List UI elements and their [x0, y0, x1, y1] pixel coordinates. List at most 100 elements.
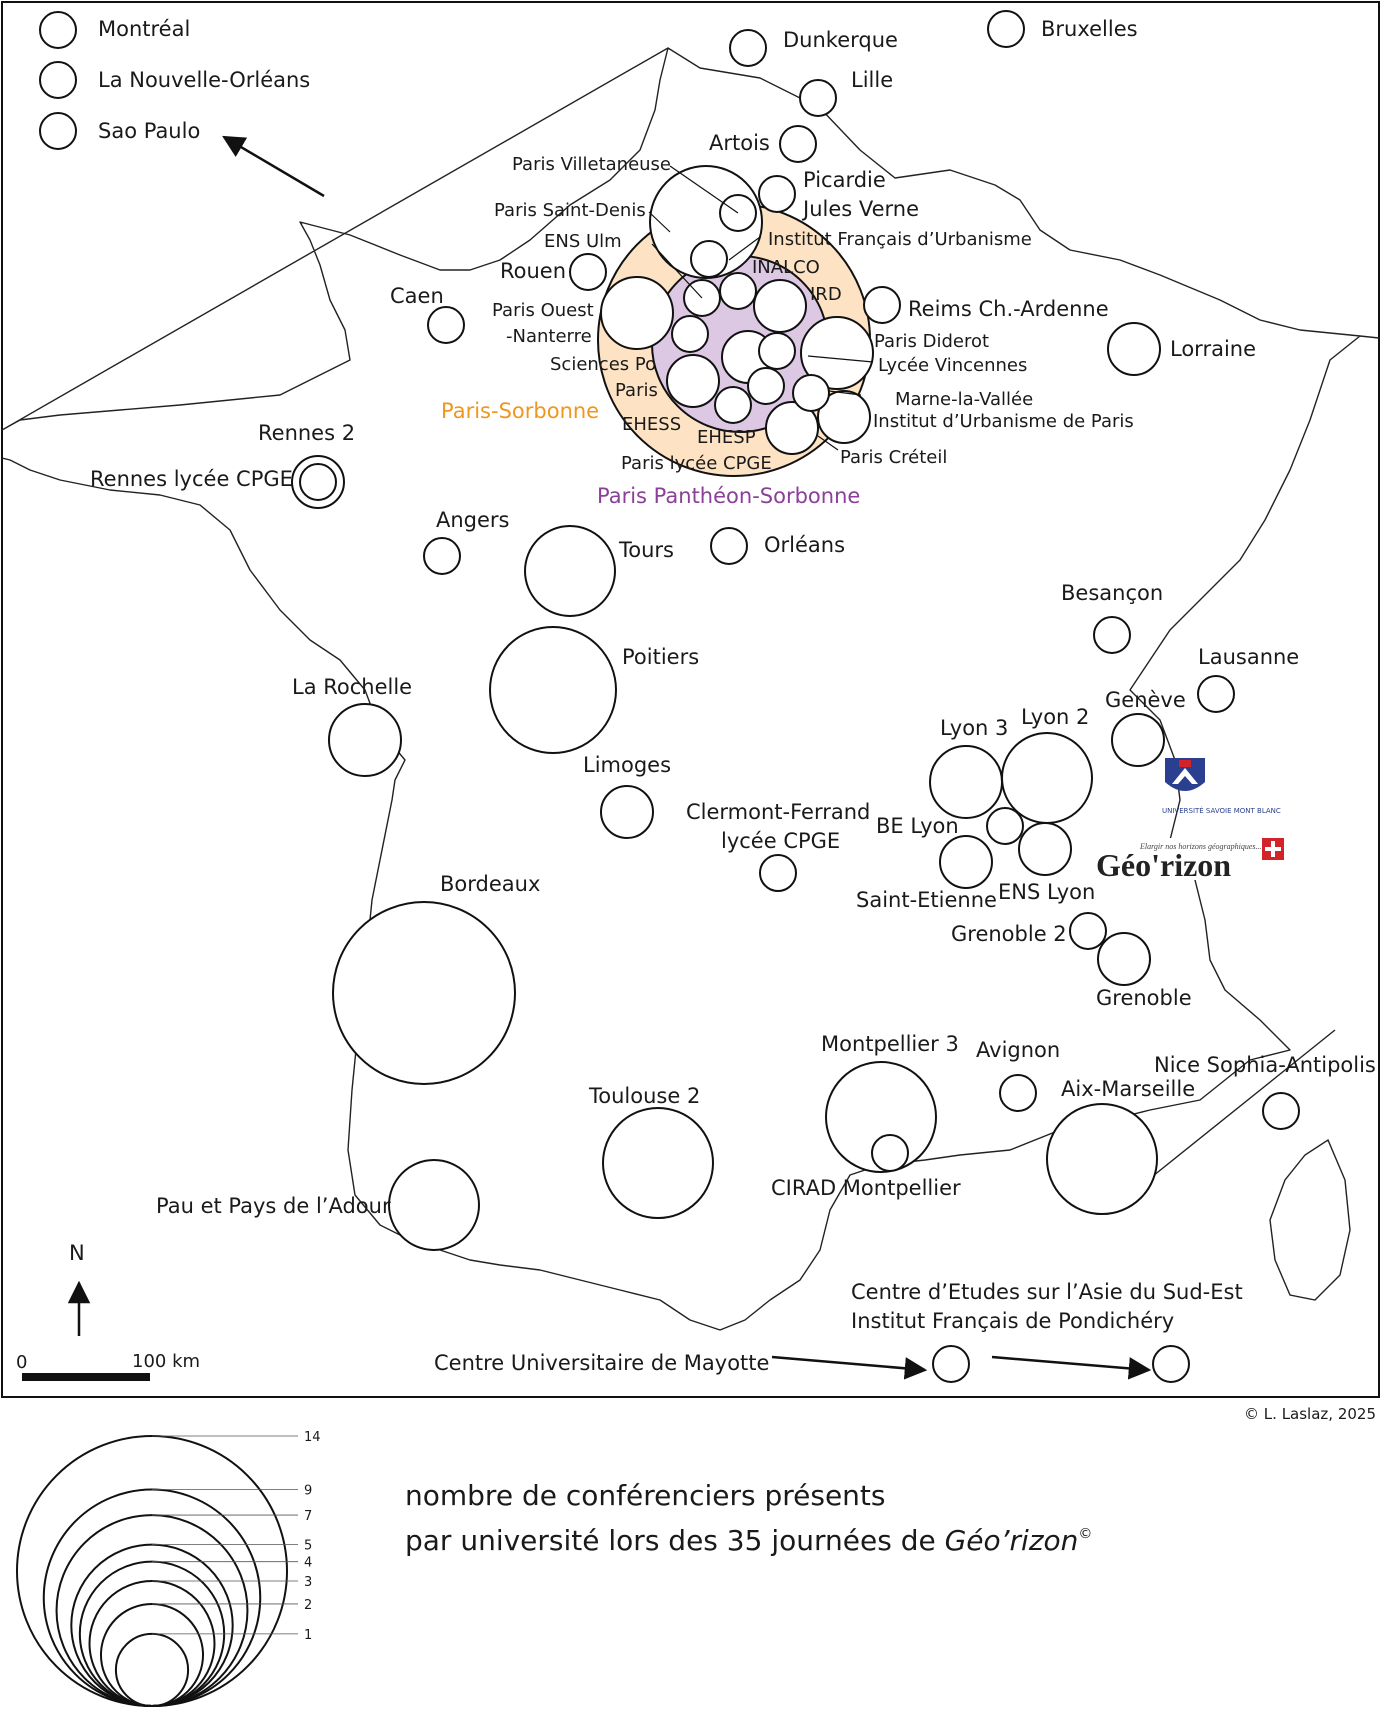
- label-grenoble-2: Grenoble 2: [951, 922, 1067, 946]
- label-tours: Tours: [618, 538, 674, 562]
- toulouse-2-circle: [602, 1107, 714, 1219]
- legend-circle-1: [114, 1632, 190, 1707]
- clermont-circle: [759, 854, 797, 892]
- sorbonne-inner-3: [753, 279, 807, 333]
- legend-value-4: 4: [304, 1556, 312, 1571]
- paris-lycee-cpge-circle: [765, 401, 819, 455]
- label-clermont: Clermont-Ferrand: [686, 800, 870, 824]
- label-sciences-po: Sciences Po: [550, 354, 656, 375]
- avignon-circle: [999, 1074, 1037, 1112]
- label-nanterre: -Nanterre: [506, 326, 592, 347]
- label-lorraine: Lorraine: [1170, 337, 1256, 361]
- sorbonne-inner-9: [714, 386, 752, 424]
- legend-value-1: 1: [304, 1628, 312, 1643]
- legend-circle-5: [70, 1543, 234, 1707]
- label-orleans: Orléans: [764, 533, 845, 557]
- ens-lyon-circle: [1018, 822, 1072, 876]
- paris-diderot-circle: [800, 316, 874, 390]
- label-marne-la-vallee: Marne-la-Vallée: [895, 389, 1033, 410]
- legend-circles: [16, 1435, 288, 1708]
- aix-marseille-circle: [1046, 1103, 1158, 1215]
- legend-circle-3: [88, 1580, 216, 1708]
- label-paris-creteil: Paris Créteil: [840, 447, 947, 468]
- la-rochelle-circle: [328, 703, 402, 777]
- label-toulouse-2: Toulouse 2: [588, 1084, 700, 1108]
- legend-leaders: [152, 1435, 298, 1635]
- legend-caption-line1: nombre de conférenciers présents: [405, 1479, 886, 1512]
- georizon-logo-text: Géo'rizon: [1096, 847, 1231, 883]
- label-ird: IRD: [810, 284, 842, 305]
- dunkerque-circle: [729, 29, 767, 67]
- orleans-circle: [710, 527, 748, 565]
- label-caen: Caen: [390, 284, 444, 308]
- label-be-lyon: BE Lyon: [876, 814, 959, 838]
- label-centre-asie: Centre d’Etudes sur l’Asie du Sud-Est: [851, 1280, 1243, 1304]
- label-institut-francais-urbanisme: Institut Français d’Urbanisme: [768, 229, 1032, 250]
- bruxelles-circle: [987, 10, 1025, 48]
- label-besancon: Besançon: [1061, 581, 1163, 605]
- institut-urbanisme-paris-circle: [817, 390, 871, 444]
- label-saint-etienne: Saint-Etienne: [856, 888, 997, 912]
- paris-saint-denis-circle: [649, 165, 763, 279]
- label-clermont-cpge: lycée CPGE: [721, 829, 840, 853]
- label-lycee-vincennes: Lycée Vincennes: [878, 355, 1027, 376]
- label-jules-verne: Jules Verne: [801, 197, 919, 221]
- label-paris-lycee-cpge: Paris lycée CPGE: [621, 453, 772, 474]
- grenoble-circle: [1097, 932, 1151, 986]
- caen-circle: [427, 306, 465, 344]
- nouvelle-orleans-circle: [39, 61, 77, 99]
- label-artois: Artois: [709, 131, 770, 155]
- grenoble-2-circle: [1069, 912, 1107, 950]
- rennes-inner-circle: [299, 463, 337, 501]
- montreal-circle: [39, 11, 77, 49]
- label-avignon: Avignon: [976, 1038, 1060, 1062]
- scale-distance-label: 100 km: [132, 1351, 200, 1372]
- legend-value-9: 9: [304, 1484, 312, 1499]
- label-ens-lyon: ENS Lyon: [998, 880, 1095, 904]
- label-bordeaux: Bordeaux: [440, 872, 540, 896]
- legend-value-7: 7: [304, 1509, 312, 1524]
- mayotte-arrow: [771, 1355, 928, 1380]
- label-geneve: Genève: [1105, 688, 1186, 712]
- legend-value-14: 14: [304, 1430, 321, 1445]
- label-institut-urbanisme-paris: Institut d’Urbanisme de Paris: [873, 411, 1134, 432]
- ens-ulm-circle: [690, 240, 728, 278]
- label-paris-ouest: Paris Ouest: [492, 300, 594, 321]
- north-label: N: [69, 1241, 85, 1265]
- label-grenoble: Grenoble: [1096, 986, 1192, 1010]
- label-ehesp: EHESP: [697, 427, 756, 448]
- legend-caption-copyright: ©: [1078, 1526, 1092, 1542]
- besancon-circle: [1093, 616, 1131, 654]
- sorbonne-inner-2: [719, 272, 757, 310]
- label-ehess: EHESS: [622, 414, 681, 435]
- nice-circle: [1262, 1092, 1300, 1130]
- pondichery-circle: [1152, 1345, 1190, 1383]
- legend-circle-14: [16, 1435, 288, 1707]
- lyon-2-circle: [1001, 732, 1093, 824]
- label-sao-paulo: Sao Paulo: [98, 119, 200, 143]
- label-poitiers: Poitiers: [622, 645, 699, 669]
- georizon-logo: Géo'rizon Elargir nos horizons géographi…: [1094, 838, 1296, 883]
- sao-paulo-circle: [39, 112, 77, 150]
- legend-value-5: 5: [304, 1539, 312, 1554]
- label-la-rochelle: La Rochelle: [292, 675, 412, 699]
- label-lyon-3: Lyon 3: [940, 716, 1008, 740]
- label-montpellier-3: Montpellier 3: [821, 1032, 959, 1056]
- label-inalco: INALCO: [752, 257, 820, 278]
- leader-lines: [648, 165, 874, 451]
- poitiers-circle: [489, 626, 617, 754]
- label-montreal: Montréal: [98, 17, 190, 41]
- be-lyon-circle: [986, 807, 1024, 845]
- label-reims: Reims Ch.-Ardenne: [908, 297, 1109, 321]
- saint-etienne-circle: [939, 835, 993, 889]
- reims-circle: [863, 286, 901, 324]
- label-rouen: Rouen: [500, 259, 566, 283]
- georizon-tagline: Elargir nos horizons géographiques...: [1139, 842, 1262, 851]
- lorraine-circle: [1107, 322, 1161, 376]
- legend-value-3: 3: [304, 1575, 312, 1590]
- marne-la-vallee-circle: [792, 374, 830, 412]
- label-nouvelle-orleans: La Nouvelle-Orléans: [98, 68, 310, 92]
- tours-circle: [524, 525, 616, 617]
- paris-ouest-circle: [600, 276, 674, 350]
- lausanne-circle: [1197, 675, 1235, 713]
